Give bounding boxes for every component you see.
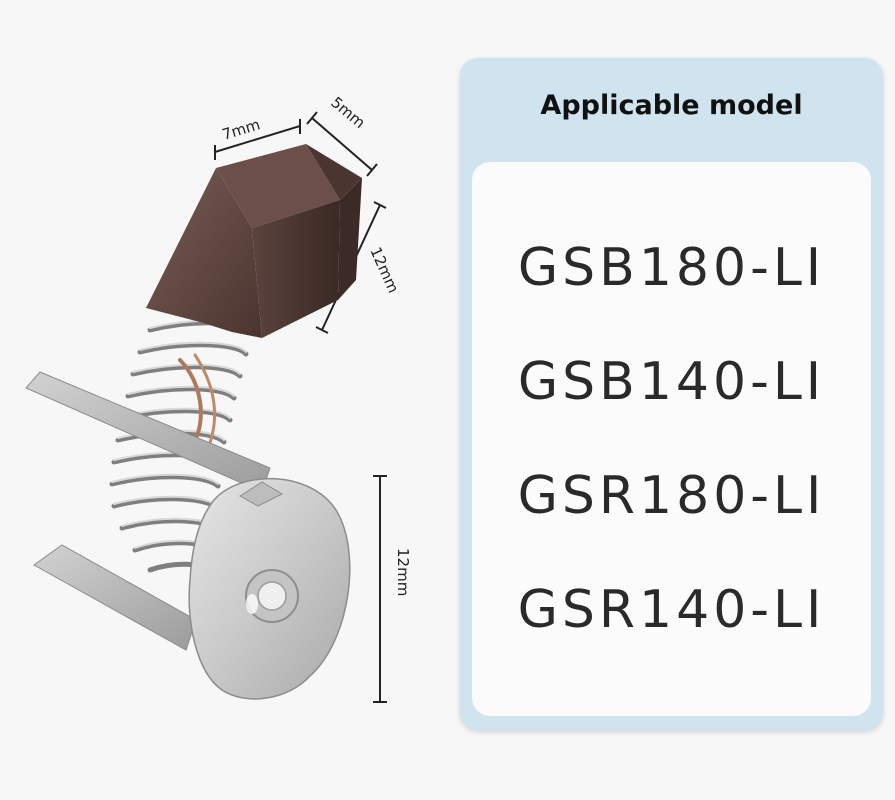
dimension-lines [214,111,387,703]
model-list: GSB180-LI GSB140-LI GSR180-LI GSR140-LI [472,238,871,694]
model-item: GSR180-LI [517,466,826,526]
dim-brush-depth: 5mm [327,93,368,132]
model-list-card: GSB180-LI GSB140-LI GSR180-LI GSR140-LI [472,162,871,716]
panel-title: Applicable model [540,90,803,121]
dim-brush-height: 12mm [366,244,402,295]
applicable-model-panel: Applicable model GSB180-LI GSB140-LI GSR… [460,58,883,730]
upper-terminal-tab [25,371,271,493]
carbon-brush [146,144,362,338]
holder-plate [188,477,351,700]
model-item: GSR140-LI [517,580,826,640]
model-item: GSB140-LI [517,352,826,412]
dim-holder-height: 12mm [394,548,412,596]
model-item: GSB180-LI [517,238,826,298]
lower-terminal-tab [33,544,197,651]
product-photo: 7mm 5mm 12mm 12mm [25,93,412,703]
